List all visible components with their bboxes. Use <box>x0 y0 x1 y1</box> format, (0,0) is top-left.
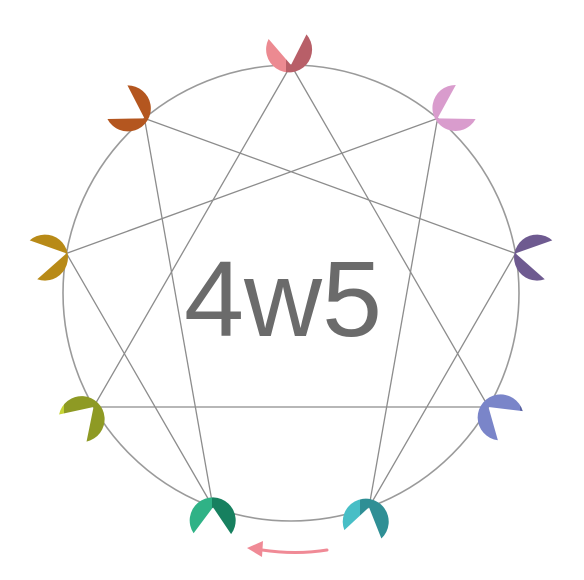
node-number-1: 1 <box>469 83 483 111</box>
connection-line-8-5 <box>143 118 214 508</box>
connection-line-7-1 <box>66 117 438 255</box>
node-number-3: 3 <box>513 421 527 449</box>
node-number-2: 2 <box>553 249 567 277</box>
node-number-8: 8 <box>100 83 114 111</box>
pin-light-half <box>59 396 64 442</box>
pin-dark-half <box>107 85 151 132</box>
node-pin-7: 7 <box>15 234 68 281</box>
pin-dark-half <box>212 497 236 535</box>
pin-dark-half <box>29 234 68 281</box>
wing-arrow-head <box>247 541 263 557</box>
pin-dark-half <box>520 394 523 441</box>
type-label: 4w5 <box>184 238 382 359</box>
node-pin-9: 9 <box>266 11 313 73</box>
connection-line-6-0 <box>92 64 292 408</box>
pin-light-half <box>432 84 476 131</box>
pin-light-half <box>189 497 212 535</box>
pin-dark-half <box>286 34 313 73</box>
node-pin-3: 3 <box>477 394 527 449</box>
pin-light-half <box>47 36 107 156</box>
node-number-4: 4 <box>353 534 367 562</box>
node-number-5: 5 <box>205 534 219 562</box>
pin-light-half <box>342 498 360 539</box>
node-number-6: 6 <box>57 424 71 452</box>
pin-light-half <box>477 394 520 441</box>
node-pin-2: 2 <box>514 234 567 281</box>
connection-line-1-4 <box>368 118 439 508</box>
node-number-9: 9 <box>279 11 293 39</box>
wing-arrow <box>247 541 329 557</box>
connection-line-0-3 <box>290 64 490 408</box>
node-pin-6: 6 <box>57 396 105 452</box>
connection-line-2-8 <box>144 117 516 255</box>
connection-line-4-2 <box>368 253 517 508</box>
node-pin-8: 8 <box>47 36 151 156</box>
node-pin-4: 4 <box>342 498 389 562</box>
connection-line-5-7 <box>65 253 214 508</box>
connection-lines <box>65 64 517 508</box>
pin-dark-half <box>476 36 536 156</box>
wing-arrow-shaft <box>260 548 329 554</box>
node-pin-5: 5 <box>189 497 236 562</box>
pin-light-half <box>514 234 553 281</box>
node-number-7: 7 <box>15 249 29 277</box>
pin-dark-half <box>360 498 389 539</box>
